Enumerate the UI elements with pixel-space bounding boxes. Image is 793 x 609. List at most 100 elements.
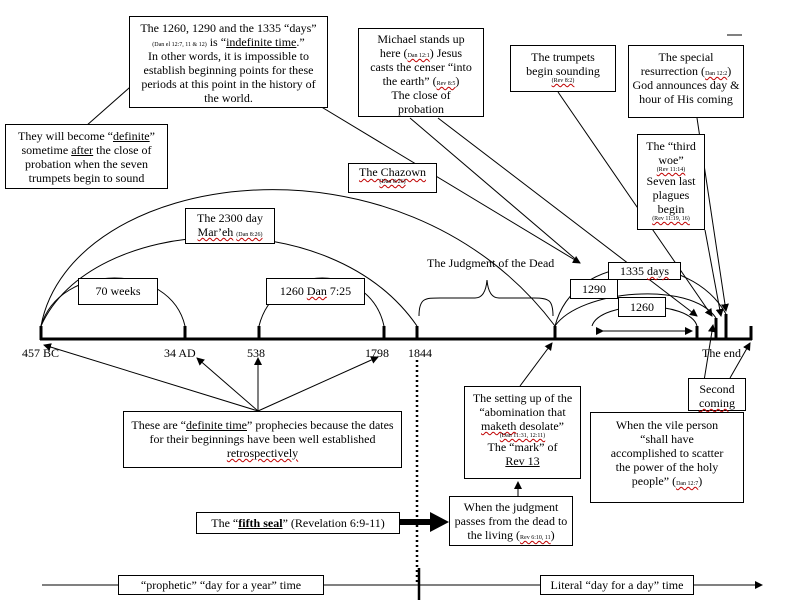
date-538: 538 (247, 346, 265, 360)
fifth-seal-b: fifth seal (238, 516, 283, 530)
literal-time-label: Literal “day for a day” time (550, 578, 684, 592)
indefinite-line-1: The 1260, 1290 and the 1335 “days” (140, 21, 317, 35)
abomination-ref: (Dan 11:31, 12:11) (499, 433, 546, 439)
trumpets-line-1: The trumpets (531, 50, 595, 64)
abomination-line-1: The setting up of the (472, 391, 573, 405)
chazown-arc (40, 189, 556, 327)
michael-line-5: The close of (391, 88, 451, 102)
dan-1260-label-a: 1260 (279, 284, 307, 298)
date-457bc: 457 BC (22, 346, 60, 360)
mareh-label: The 2300 day Mar’eh (Dan 8:26) (185, 208, 275, 244)
vile-ref: Dan 12:7 (676, 481, 699, 487)
dan-1260-label-b: Dan (306, 284, 327, 298)
resurrection-line-2b: ) (727, 64, 732, 78)
third-woe-line-4: Seven last (646, 174, 696, 188)
second-coming-line-1: Second (699, 382, 735, 396)
mareh-ref: (Dan 8:26) (236, 232, 263, 238)
vile-line-3: accomplished to scatter (610, 446, 724, 460)
judgment-passes-line-3a: the living ( (467, 528, 521, 542)
box-1335: 1335 days (608, 262, 681, 280)
fifth-seal-box: The “fifth seal” (Revelation 6:9-11) (196, 512, 400, 534)
resurrection-line-1: The special (658, 50, 714, 64)
resurrection-box: The special resurrection (Dan 12:2) God … (628, 45, 744, 118)
indefinite-line-3: In other words, it is impossible to (148, 49, 309, 63)
arc-1290 (554, 293, 717, 327)
weeks-70-box: 70 weeks (78, 278, 158, 305)
timeline-ticks (39, 314, 753, 340)
indefinite-line-5: periods at this point in the history of (141, 77, 316, 91)
trumpets-ref: (Rev 8:2) (551, 78, 575, 84)
vile-line-5b: ) (698, 474, 703, 488)
third-woe-line-1: The “third (646, 139, 696, 153)
vile-line-2: “shall have (640, 432, 694, 446)
michael-line-2b: ) Jesus (429, 46, 463, 60)
mareh-line-2: Mar’eh (197, 225, 234, 239)
michael-stands-up-box: Michael stands up here (Dan 12:1) Jesus … (358, 28, 484, 117)
date-1798: 1798 (365, 346, 389, 360)
michael-ref-1: Dan 12:1 (407, 53, 430, 59)
chazown-title: The Chazown (359, 165, 426, 179)
judgment-of-dead-label: The Judgment of the Dead (427, 256, 555, 270)
resurrection-line-2a: resurrection ( (640, 64, 706, 78)
michael-line-1: Michael stands up (377, 32, 465, 46)
mareh-line-1: The 2300 day (197, 211, 263, 225)
michael-ref-2: Rev 8:5 (436, 81, 456, 87)
resurrection-ref: Dan 12:2 (705, 71, 728, 77)
third-woe-line-6: begin (657, 202, 685, 216)
michael-line-4b: ) (455, 74, 460, 88)
abomination-line-2: “abomination that (479, 405, 566, 419)
judgment-bracket (418, 279, 554, 317)
definite-line-4: trumpets begin to sound (28, 171, 145, 185)
definite-time-line-2: for their beginnings have been well esta… (149, 432, 376, 446)
label-1335-b: days (647, 264, 669, 278)
definite-time-line-3: retrospectively (226, 446, 299, 460)
box-1260: 1260 (618, 297, 666, 317)
definite-time-line-1a: These are “ (131, 418, 187, 432)
definite-line-2a: sometime (21, 143, 72, 157)
judgment-passes-line-3b: ) (550, 528, 555, 542)
label-1335-a: 1335 (620, 264, 647, 278)
indefinite-line-4: establish beginning points for these (143, 63, 314, 77)
third-woe-ref-1: (Rev 11:14) (656, 167, 686, 173)
indefinite-line-2b: .” (296, 35, 305, 49)
judgment-passes-line-2: passes from the dead to (454, 514, 568, 528)
fifth-seal-c: ” (Revelation 6:9-11) (282, 516, 385, 530)
judgment-passes-ref: Rev 6:10, 11 (520, 535, 551, 541)
definite-line-1b: ” (149, 129, 155, 143)
second-coming-box: Second coming (688, 378, 746, 411)
date-34ad: 34 AD (164, 346, 196, 360)
trumpets-box: The trumpets begin sounding (Rev 8:2) (510, 45, 616, 92)
chazown-ref: (Dan 8:26) (379, 179, 406, 185)
date-1844: 1844 (408, 346, 432, 360)
third-woe-ref-2: (Rev 11:19, 16) (652, 216, 690, 222)
abomination-line-6: Rev 13 (505, 454, 540, 468)
definite-time-line-1u: definite time (186, 418, 247, 432)
trumpets-line-2: begin sounding (526, 64, 600, 78)
resurrection-line-4: hour of His coming (639, 92, 733, 106)
label-1260: 1260 (630, 300, 654, 314)
third-woe-box: The “third woe” (Rev 11:14) Seven last p… (637, 134, 705, 230)
third-woe-line-2: woe” (658, 153, 684, 167)
dan-1260-box: 1260 Dan 7:25 (266, 278, 365, 305)
resurrection-line-3: God announces day & (632, 78, 740, 92)
abomination-line-3b: desolate” (516, 419, 564, 433)
michael-line-2a: here ( (379, 46, 408, 60)
fifth-seal-a: The “ (211, 516, 239, 530)
vile-line-1: When the vile person (615, 418, 719, 432)
michael-line-6: probation (398, 102, 444, 116)
indefinite-line-6: the world. (204, 91, 253, 105)
definite-line-1a: They will become “ (18, 129, 113, 143)
abomination-line-3a: maketh (481, 419, 517, 433)
indefinite-time-box: The 1260, 1290 and the 1335 “days” (Dan … (129, 16, 328, 108)
definite-line-2b: the close of (93, 143, 152, 157)
third-woe-line-5: plagues (652, 188, 690, 202)
definite-line-3: probation when the seven (25, 157, 148, 171)
abomination-line-5: The “mark” of (487, 440, 558, 454)
label-1290: 1290 (582, 282, 606, 296)
will-become-definite-box: They will become “definite” sometime aft… (5, 124, 168, 189)
abomination-box: The setting up of the “abomination that … (464, 386, 581, 479)
box-1290: 1290 (570, 279, 618, 299)
chazown-label: The Chazown (Dan 8:26) (348, 163, 437, 193)
dan-1260-label-c: 7:25 (326, 284, 352, 298)
